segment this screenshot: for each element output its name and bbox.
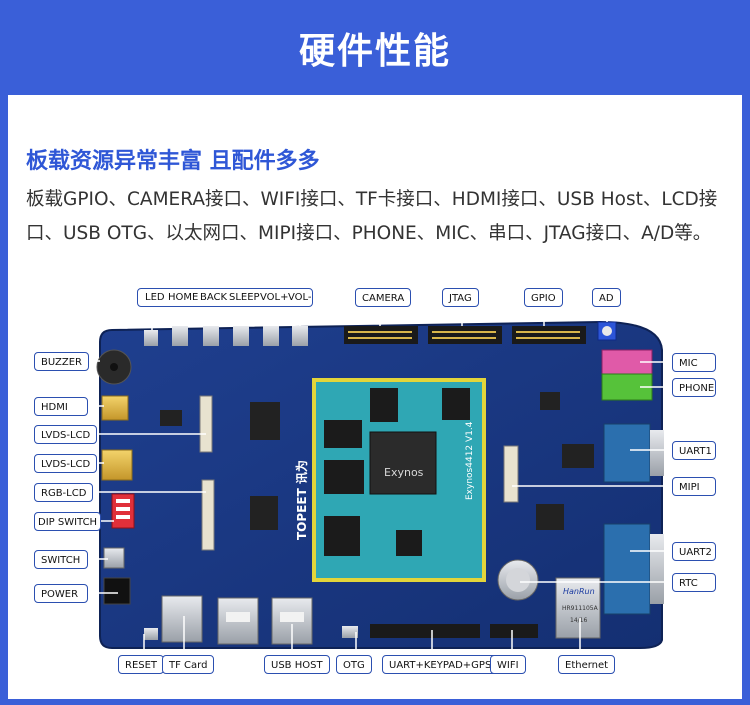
label-ad: AD [592,288,621,307]
label-buzzer: BUZZER [34,352,89,371]
section-subtitle: 板载资源异常丰富 且配件多多 [26,149,320,174]
label-phone: PHONE [672,378,716,397]
label-usb-host: USB HOST [264,655,330,674]
label-vol-up: VOL+ [260,292,289,303]
hdmi-connector [101,395,129,421]
top-push-buttons [144,326,308,346]
mipi-connector [503,445,519,503]
label-camera: CAMERA [355,288,412,307]
camera-header [344,326,418,344]
hdmi-connector-2 [101,449,133,481]
reset-button [144,628,158,640]
label-home: HOME [168,292,199,303]
label-rgb-lcd: RGB-LCD [34,483,94,502]
label-dip-switch: DIP SWITCH [34,512,102,531]
exynos-soc [369,431,437,495]
label-jtag: JTAG [442,288,479,307]
power-switch [103,547,125,569]
label-mic: MIC [672,353,716,372]
ethernet-brand: HanRun [563,587,595,596]
ethernet-jack [555,577,601,639]
label-back: BACK [200,292,228,303]
label-uart-keypad-gps: UART+KEYPAD+GPS [382,655,499,674]
header-banner: 硬件性能 [0,0,750,95]
ethernet-date: 14/16 [570,617,587,624]
label-tf-card: TF Card [162,655,215,674]
tf-card-slot [161,595,203,643]
label-otg: OTG [336,655,372,674]
label-switch: SWITCH [34,550,88,569]
power-jack [103,577,131,605]
label-hdmi: HDMI [34,397,88,416]
module-silkscreen: Exynos4412 V1.4 [465,421,475,500]
ethernet-model: HR911105A [562,605,599,612]
label-uart2: UART2 [672,542,716,561]
label-power: POWER [34,584,88,603]
gpio-header [512,326,586,344]
label-ethernet: Ethernet [558,655,616,674]
label-vol-down: VOL- [288,292,312,303]
label-rtc: RTC [672,573,716,592]
label-wifi: WIFI [490,655,526,674]
label-lvds-lcd-2: LVDS-LCD [34,454,98,473]
jtag-header [428,326,502,344]
lvds-lcd-connector-1 [199,395,213,453]
label-sleep: SLEEP [229,292,260,303]
label-led: LED [145,292,165,303]
label-reset: RESET [118,655,165,674]
rgb-lcd-connector [201,479,215,551]
label-mipi: MIPI [672,477,716,496]
uart2-db9 [603,523,651,615]
uart1-db9 [603,423,651,483]
label-gpio: GPIO [524,288,563,307]
uart-keypad-gps-header [370,624,480,638]
otg-port [342,626,358,638]
label-uart1: UART1 [672,441,716,460]
leader-lines [87,306,670,656]
label-lvds-lcd-1: LVDS-LCD [34,425,98,444]
exynos-chip-text: Exynos [384,466,424,479]
page-title: 硬件性能 [298,31,451,72]
buttons-label-box [137,288,313,307]
wifi-header [490,624,538,638]
board-brand: TOPEET 讯为 [294,460,309,540]
section-description: 板载GPIO、CAMERA接口、WIFI接口、TF卡接口、HDMI接口、USB … [26,189,718,244]
